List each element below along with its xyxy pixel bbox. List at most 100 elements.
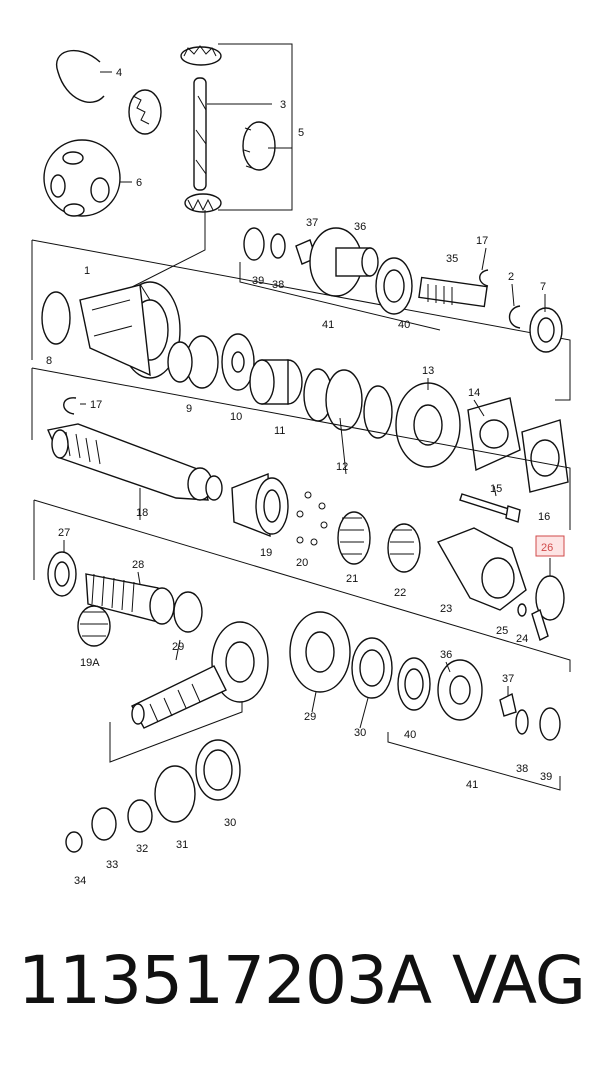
- callout-label: 14: [468, 387, 480, 399]
- circlip-part: [508, 305, 521, 329]
- callout-label: 35: [446, 253, 458, 265]
- bearing-cup-part: [351, 637, 393, 699]
- pinion-shaft-part: [85, 573, 203, 633]
- circlip-part: [55, 49, 105, 103]
- synchro-spring-part: [337, 511, 371, 565]
- callout-label: 9: [186, 403, 192, 415]
- needle-rollers-part: [296, 491, 328, 546]
- callout-label: 19A: [80, 657, 100, 669]
- drive-pinion-part: [131, 665, 227, 729]
- callout-label: 19: [260, 547, 272, 559]
- gear-housing-part: [436, 527, 527, 611]
- callout-label: 2: [508, 271, 514, 283]
- callout-label: 30: [354, 727, 366, 739]
- callout-label: 29: [304, 711, 316, 723]
- callout-label: 10: [230, 411, 242, 423]
- gasket-part: [467, 397, 521, 472]
- callout-label: 11: [274, 425, 285, 437]
- callout-label: 18: [136, 507, 148, 519]
- main-shaft-part: [47, 423, 223, 501]
- drive-shaft-part: [418, 276, 488, 308]
- callout-label: 28: [132, 559, 144, 571]
- taper-bearing-part: [91, 807, 117, 841]
- callout-label: 17: [90, 399, 102, 411]
- callout-label: 7: [540, 281, 546, 293]
- nut-part: [65, 831, 83, 853]
- callout-label: 8: [46, 355, 52, 367]
- callout-label: 40: [398, 319, 410, 331]
- differential-ball-part: [43, 139, 121, 217]
- callout-label: 20: [296, 557, 308, 569]
- part-number: 113517203A: [18, 942, 432, 1019]
- callout-label: 33: [106, 859, 118, 871]
- callout-label: 26: [541, 542, 553, 554]
- ring-gear-part: [289, 611, 351, 693]
- callout-label: 21: [346, 573, 358, 585]
- output-flange-part: [437, 659, 483, 721]
- callout-label: 23: [440, 603, 452, 615]
- bearing-race-part: [243, 227, 265, 261]
- spacer-ring-part: [270, 233, 286, 259]
- exploded-parts-diagram: 4 3 5 6 37 36 17 1 35 2 7 39 38 41 40 8 …: [31, 43, 571, 887]
- taper-bearing-part: [375, 257, 413, 315]
- thrust-washer-part: [221, 333, 255, 391]
- bearing-race-part: [539, 707, 561, 741]
- callout-label: 39: [252, 275, 264, 287]
- cover-plate-part: [395, 382, 461, 468]
- hub-part: [231, 472, 289, 538]
- callout-label: 1: [84, 265, 90, 277]
- callout-label: 31: [176, 839, 188, 851]
- crown-gear-part: [211, 621, 269, 703]
- callout-label: 24: [516, 633, 528, 645]
- oil-seal-part: [529, 307, 563, 353]
- shim-ring-part: [154, 765, 196, 823]
- callout-label: 5: [298, 127, 304, 139]
- callout-label: 38: [516, 763, 528, 775]
- flange-seal-part: [521, 419, 569, 493]
- callout-label: 30: [224, 817, 236, 829]
- spacer-ring-part: [515, 709, 529, 735]
- callout-label: 37: [306, 217, 318, 229]
- callout-label: 41: [466, 779, 478, 791]
- differential-housing-part: [79, 281, 181, 379]
- lower-spider-gear-part: [184, 193, 222, 213]
- callout-label: 40: [404, 729, 416, 741]
- shaft-pin-part: [193, 77, 207, 191]
- highlight-box: [535, 535, 565, 557]
- callout-label: 36: [440, 649, 452, 661]
- lock-plate-part: [499, 692, 517, 717]
- circlip-part: [41, 291, 71, 345]
- callout-label: 6: [136, 177, 142, 189]
- side-gear-part: [128, 89, 162, 135]
- bolt-part: [459, 493, 521, 523]
- callout-label: 16: [538, 511, 550, 523]
- screw-part: [531, 609, 549, 641]
- callout-label: 3: [280, 99, 286, 111]
- callout-label: 39: [540, 771, 552, 783]
- bearing-part: [167, 335, 219, 389]
- callout-label: 25: [496, 625, 508, 637]
- spider-gear-part: [180, 45, 222, 66]
- brand-label: VAG: [452, 942, 586, 1019]
- oil-seal-part: [47, 551, 77, 597]
- planet-gear-part: [242, 121, 276, 171]
- synchro-spring-part: [387, 523, 421, 573]
- bearing-cup-part: [195, 739, 241, 801]
- callout-label: 12: [336, 461, 348, 473]
- footer: 113517203A VAG: [0, 948, 600, 1058]
- callout-label: 36: [354, 221, 366, 233]
- callout-label: 32: [136, 843, 148, 855]
- callout-label: 41: [322, 319, 334, 331]
- callout-label: 4: [116, 67, 122, 79]
- callout-label: 34: [74, 875, 86, 887]
- spacer-sleeve-part: [127, 799, 153, 833]
- circlip-part: [479, 269, 489, 287]
- callout-label: 15: [490, 483, 502, 495]
- taper-bearing-part: [397, 657, 431, 711]
- spring-part: [77, 605, 111, 647]
- callout-label: 17: [476, 235, 488, 247]
- callout-label: 22: [394, 587, 406, 599]
- synchro-ring-part: [303, 368, 393, 439]
- washer-part: [517, 603, 527, 617]
- callout-label: 37: [502, 673, 514, 685]
